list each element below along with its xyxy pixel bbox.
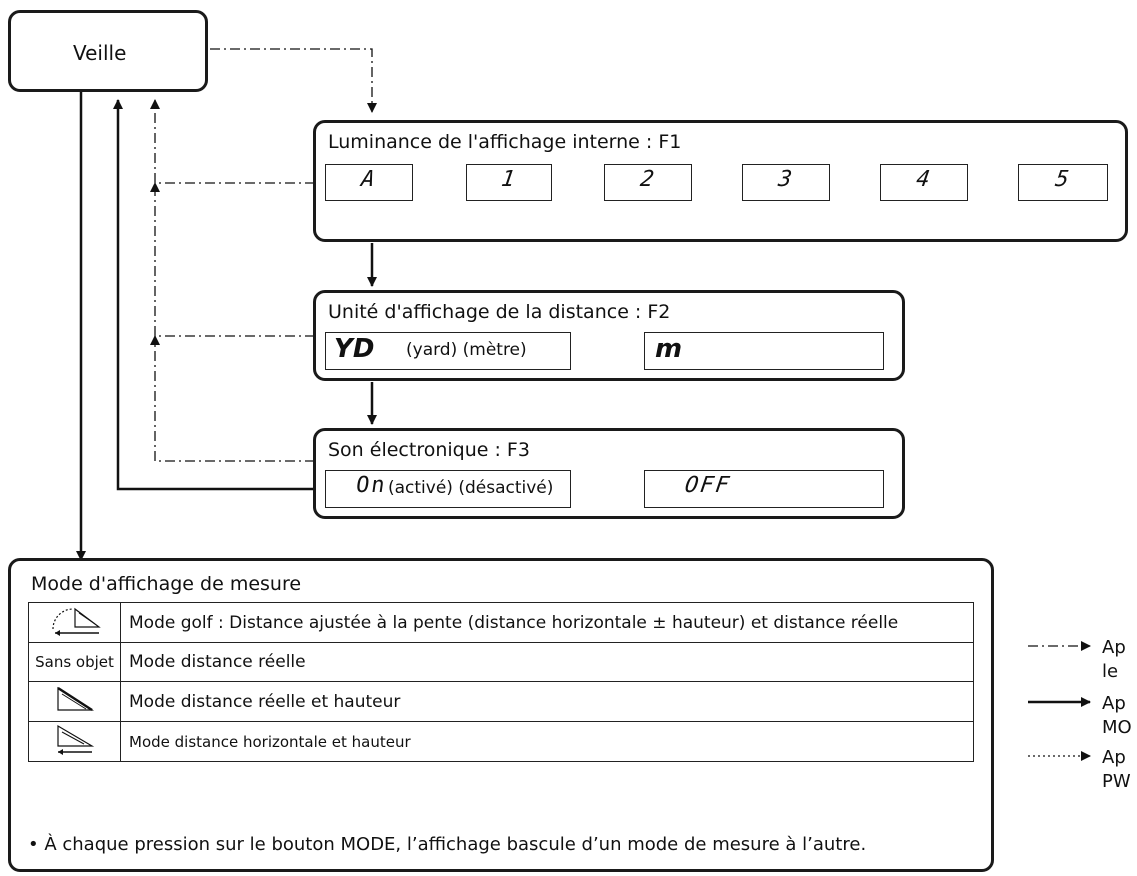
f1-title: Luminance de l'affichage interne : F1 [328, 131, 682, 153]
mode-row-horizontal-height: Mode distance horizontale et hauteur [28, 721, 974, 762]
not-applicable-text: Sans objet [28, 642, 121, 682]
f3-off-value: OFF [683, 473, 733, 498]
mode-note: • À chaque pression sur le bouton MODE, … [28, 834, 867, 855]
mode-row-golf: Mode golf : Distance ajustée à la pente … [28, 602, 974, 643]
standby-box: Veille [8, 10, 208, 92]
golf-mode-icon [28, 602, 121, 643]
f1-cell-3: 3 [742, 164, 830, 201]
f1-cell-2: 2 [604, 164, 692, 201]
mode-label-actual-height: Mode distance réelle et hauteur [120, 681, 974, 722]
f1-cell-4: 4 [880, 164, 968, 201]
mode-label-golf: Mode golf : Distance ajustée à la pente … [120, 602, 974, 643]
measure-mode-table: Mode golf : Distance ajustée à la pente … [28, 602, 974, 762]
f1-panel: Luminance de l'affichage interne : F1 [313, 120, 1128, 242]
f2-meter-display: m [644, 332, 884, 370]
mode-label-horizontal-height: Mode distance horizontale et hauteur [120, 721, 974, 762]
f3-off-display: OFF [644, 470, 884, 508]
actual-distance-height-icon [28, 681, 121, 722]
f3-on-display: On (activé) (désactivé) [325, 470, 571, 508]
standby-label: Veille [73, 41, 127, 65]
f1-cell-5: 5 [1018, 164, 1108, 201]
mode-row-actual-height: Mode distance réelle et hauteur [28, 681, 974, 722]
f2-meter-value: m [655, 334, 683, 364]
mode-row-actual: Sans objet Mode distance réelle [28, 642, 974, 682]
f3-on-value: On [354, 473, 389, 498]
f3-caption: (activé) (désactivé) [388, 478, 554, 498]
f1-cell-1: 1 [466, 164, 552, 201]
f1-cell-a: A [325, 164, 413, 201]
measure-mode-title: Mode d'affichage de mesure [31, 573, 302, 595]
mode-label-actual: Mode distance réelle [120, 642, 974, 682]
f3-title: Son électronique : F3 [328, 439, 530, 461]
f2-yard-display: YD (yard) (mètre) [325, 332, 571, 370]
f2-yard-value: YD [334, 334, 375, 364]
horizontal-distance-height-icon [28, 721, 121, 762]
f2-title: Unité d'affichage de la distance : F2 [328, 301, 671, 323]
f2-caption: (yard) (mètre) [406, 340, 527, 360]
